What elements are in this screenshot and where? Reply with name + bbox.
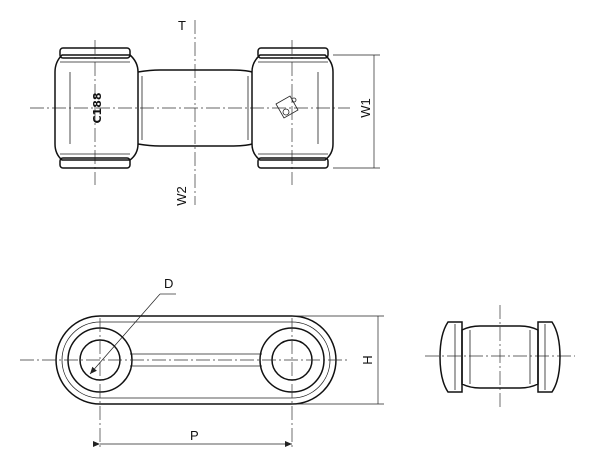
label-D: D (164, 276, 173, 291)
left-bottom-flange (59, 157, 131, 169)
center-bar (137, 69, 253, 147)
label-H: H (360, 355, 375, 364)
right-end-plate (251, 54, 334, 161)
side-left-flange (439, 321, 463, 393)
right-top-flange (257, 47, 329, 59)
label-P: P (190, 428, 199, 443)
label-W2: W2 (174, 186, 189, 206)
part-mark-text: C188 (91, 92, 104, 123)
right-bottom-flange (257, 157, 329, 169)
d-leader (89, 293, 161, 375)
label-W1: W1 (358, 98, 373, 118)
side-view (425, 305, 575, 408)
top-view: C188 T W2 W1 (30, 18, 380, 206)
left-top-flange (59, 47, 131, 59)
side-right-flange (537, 321, 561, 393)
section-symbol (275, 95, 299, 119)
side-barrel (461, 325, 539, 389)
front-view: D H P (20, 276, 384, 450)
label-T: T (178, 18, 186, 33)
